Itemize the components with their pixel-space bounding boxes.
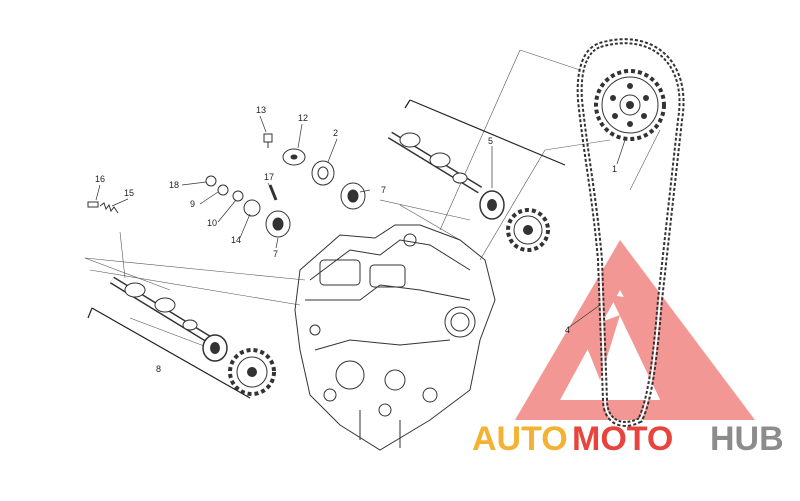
camshaft-lower — [109, 276, 213, 344]
label-part-8: 8 — [156, 364, 161, 374]
leader-lines — [84, 49, 661, 353]
bearing-upper — [479, 190, 505, 220]
watermark-logo — [515, 240, 755, 420]
label-part-15: 15 — [124, 188, 134, 198]
part-labels: 1 2 4 5 7 7 8 9 10 12 13 14 15 16 17 18 — [95, 105, 617, 374]
label-part-14: 14 — [231, 235, 241, 245]
watermark-moto: MOTO — [572, 420, 673, 458]
group-frames — [87, 99, 566, 399]
label-part-12: 12 — [298, 113, 308, 123]
watermark-text: AUTO MOTO HUB — [472, 420, 784, 458]
watermark-auto: AUTO — [472, 420, 568, 458]
label-leaders — [95, 115, 626, 329]
sprocket-top — [594, 69, 666, 141]
bearing-lower — [202, 334, 228, 362]
label-part-13: 13 — [256, 105, 266, 115]
label-part-10: 10 — [207, 218, 217, 228]
label-part-7b: 7 — [273, 249, 278, 259]
label-part-2: 2 — [333, 128, 338, 138]
timing-chain — [576, 38, 685, 427]
sprocket-upper-cam — [506, 208, 550, 252]
cylinder-head — [294, 224, 496, 451]
label-part-17: 17 — [264, 172, 274, 182]
label-part-1: 1 — [612, 164, 617, 174]
watermark-hub: HUB — [710, 420, 784, 458]
label-part-18: 18 — [169, 180, 179, 190]
label-part-4: 4 — [565, 325, 570, 335]
camshaft-upper — [387, 131, 483, 194]
label-part-7a: 7 — [381, 185, 386, 195]
sprocket-lower-cam — [228, 348, 276, 396]
small-parts — [87, 133, 366, 238]
label-part-5: 5 — [488, 136, 493, 146]
label-part-9: 9 — [190, 199, 195, 209]
label-part-16: 16 — [95, 174, 105, 184]
